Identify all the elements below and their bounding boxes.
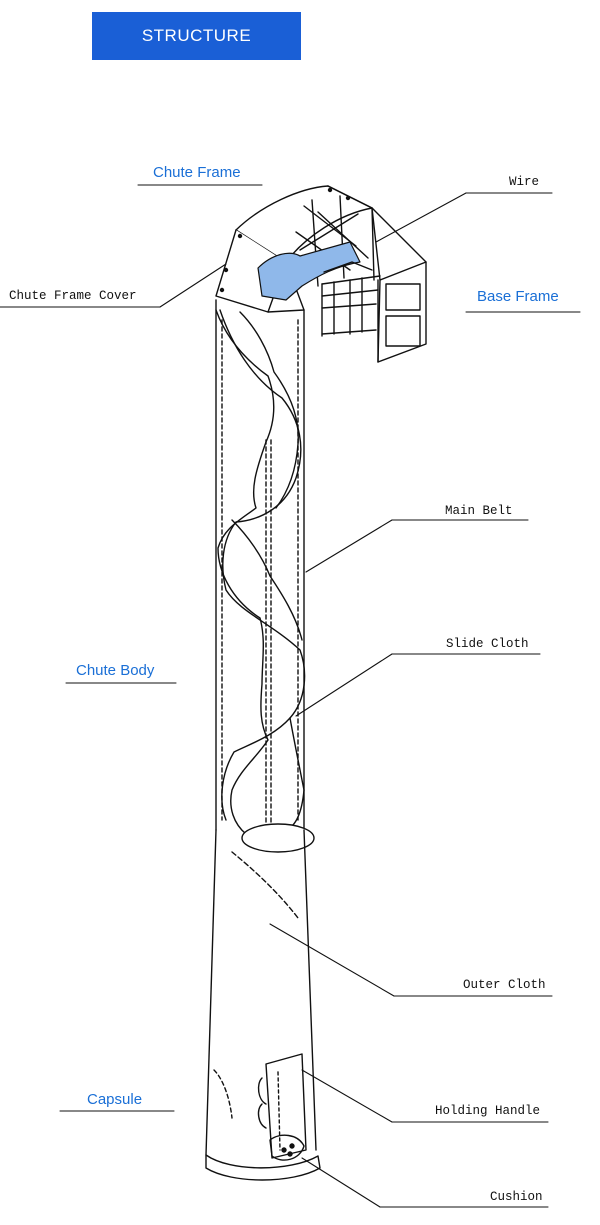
label-chute-frame-cover: Chute Frame Cover <box>9 289 137 303</box>
label-chute-body: Chute Body <box>76 662 155 679</box>
page-title: STRUCTURE <box>141 26 252 45</box>
leader-lines <box>0 184 581 1208</box>
label-main-belt: Main Belt <box>445 504 513 518</box>
outer-cloth-drawing <box>205 829 321 1181</box>
chute-frame-cover-shape <box>257 241 361 301</box>
label-holding-handle: Holding Handle <box>435 1104 541 1118</box>
label-cushion: Cushion <box>490 1190 543 1204</box>
base-frame-drawing <box>321 207 427 363</box>
label-slide-cloth: Slide Cloth <box>446 637 529 651</box>
label-wire: Wire <box>509 175 540 189</box>
label-base-frame: Base Frame <box>477 288 559 305</box>
chute-frame-drawing <box>215 185 399 313</box>
label-outer-cloth: Outer Cloth <box>463 978 546 992</box>
chute-body-drawing <box>215 299 315 853</box>
label-chute-frame: Chute Frame <box>153 164 241 181</box>
page-title-badge: STRUCTURE <box>92 12 301 60</box>
label-capsule: Capsule <box>87 1091 143 1108</box>
